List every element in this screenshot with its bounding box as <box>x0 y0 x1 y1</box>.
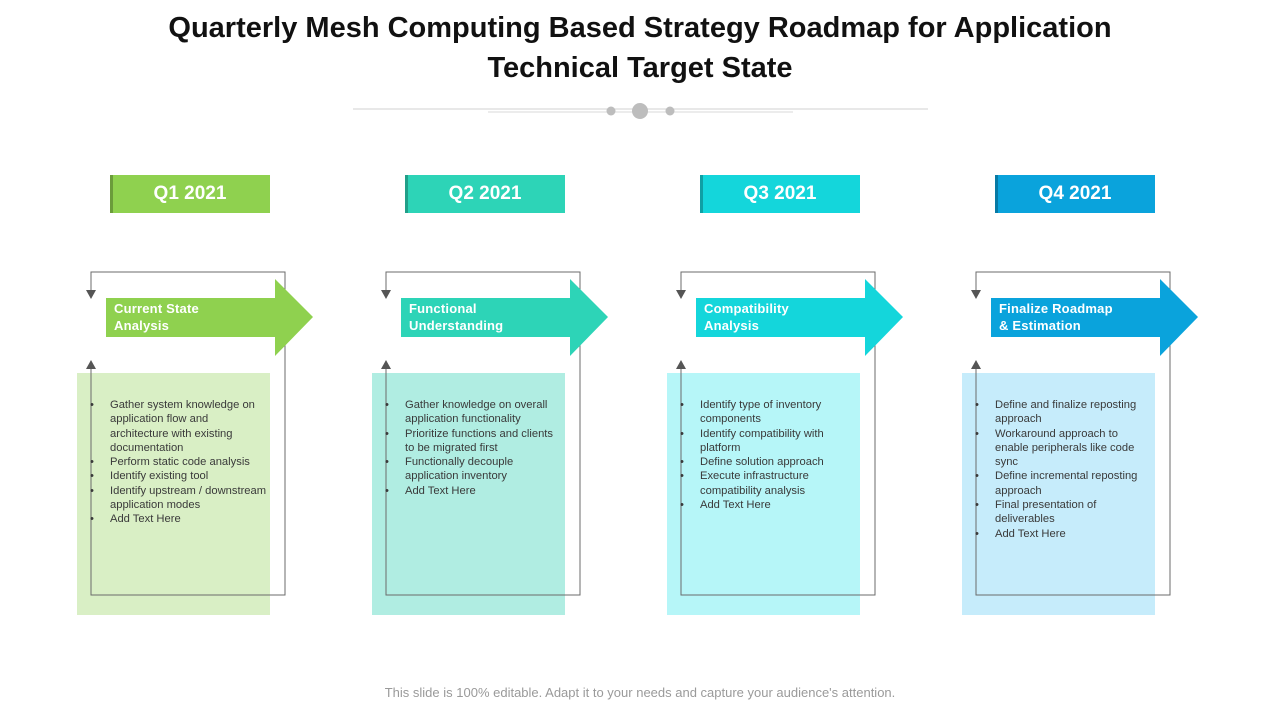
quarter-label: Q2 2021 <box>448 183 522 204</box>
arrow-down-icon <box>86 290 96 299</box>
stage-arrow <box>696 279 903 356</box>
stage-label-line-1: Compatibility <box>704 301 789 316</box>
task-list-item: Perform static code analysis <box>87 455 267 470</box>
arrow-down-icon <box>381 290 391 299</box>
quarter-column-2: Q2 2021 Functional Understanding Gather … <box>372 0 672 720</box>
quarter-header: Q3 2021 <box>700 175 860 213</box>
stage-arrow <box>401 279 608 356</box>
stage-label: Finalize Roadmap & Estimation <box>999 300 1169 334</box>
stage-label-line-2: Understanding <box>409 318 504 333</box>
arrow-up-icon <box>381 360 391 369</box>
task-list-item: Define solution approach <box>677 455 857 470</box>
task-list-item: Final presentation of deliverables <box>972 498 1152 527</box>
task-list-item: Define incremental reposting approach <box>972 469 1152 498</box>
stage-arrow <box>106 279 313 356</box>
task-list-item: Workaround approach to enable peripheral… <box>972 427 1152 470</box>
arrow-up-icon <box>971 360 981 369</box>
stage-label-line-2: Analysis <box>114 318 170 333</box>
quarter-label: Q3 2021 <box>743 183 817 204</box>
task-list: Define and finalize reposting approachWo… <box>972 398 1152 541</box>
arrow-up-icon <box>86 360 96 369</box>
stage-label-line-1: Functional <box>409 301 477 316</box>
task-list-item: Add Text Here <box>972 527 1152 542</box>
quarter-header: Q4 2021 <box>995 175 1155 213</box>
stage-label: Functional Understanding <box>409 300 579 334</box>
slide-title-line-2: Technical Target State <box>487 52 793 84</box>
quarter-header: Q2 2021 <box>405 175 565 213</box>
task-list-item: Execute infrastructure compatibility ana… <box>677 469 857 498</box>
task-list-item: Gather knowledge on overall application … <box>382 398 562 427</box>
stage-label-line-2: & Estimation <box>999 318 1081 333</box>
arrow-down-icon <box>971 290 981 299</box>
slide-title: Quarterly Mesh Computing Based Strategy … <box>0 8 1280 88</box>
divider-dot-right <box>665 106 675 116</box>
task-list-item: Identify compatibility with platform <box>677 427 857 456</box>
task-list-item: Define and finalize reposting approach <box>972 398 1152 427</box>
quarter-column-4: Q4 2021 Finalize Roadmap & Estimation De… <box>962 0 1262 720</box>
stage-label: Current State Analysis <box>114 300 284 334</box>
stage-arrow-shape <box>401 279 608 356</box>
divider-dot-center <box>632 103 648 119</box>
divider-dot-left <box>606 106 616 116</box>
arrow-down-icon <box>676 290 686 299</box>
task-list: Gather knowledge on overall application … <box>382 398 562 498</box>
title-divider <box>353 103 928 119</box>
stage-arrow-shape <box>696 279 903 356</box>
task-list: Identify type of inventory componentsIde… <box>677 398 857 513</box>
stage-arrow <box>991 279 1198 356</box>
task-list-item: Identify type of inventory components <box>677 398 857 427</box>
slide-title-line-1: Quarterly Mesh Computing Based Strategy … <box>168 12 1112 44</box>
task-list-item: Identify existing tool <box>87 469 267 484</box>
stage-label-line-1: Current State <box>114 301 199 316</box>
task-list-item: Identify upstream / downstream applicati… <box>87 484 267 513</box>
task-list-item: Add Text Here <box>382 484 562 499</box>
quarter-label: Q1 2021 <box>153 183 227 204</box>
quarter-column-3: Q3 2021 Compatibility Analysis Identify … <box>667 0 967 720</box>
stage-label-line-2: Analysis <box>704 318 760 333</box>
task-list-item: Functionally decouple application invent… <box>382 455 562 484</box>
footer-note: This slide is 100% editable. Adapt it to… <box>384 685 896 700</box>
quarter-label: Q4 2021 <box>1038 183 1112 204</box>
arrow-up-icon <box>676 360 686 369</box>
task-list-item: Gather system knowledge on application f… <box>87 398 267 455</box>
stage-label: Compatibility Analysis <box>704 300 874 334</box>
task-list-item: Add Text Here <box>677 498 857 513</box>
quarter-column-1: Q1 2021 Current State Analysis Gather sy… <box>77 0 377 720</box>
stage-arrow-shape <box>991 279 1198 356</box>
quarter-header-stripe <box>995 175 998 213</box>
quarter-header-stripe <box>700 175 703 213</box>
stage-label-line-1: Finalize Roadmap <box>999 301 1113 316</box>
task-list: Gather system knowledge on application f… <box>87 398 267 527</box>
task-list-item: Prioritize functions and clients to be m… <box>382 427 562 456</box>
stage-arrow-shape <box>106 279 313 356</box>
task-list-item: Add Text Here <box>87 512 267 527</box>
quarter-header-stripe <box>405 175 408 213</box>
quarter-header: Q1 2021 <box>110 175 270 213</box>
quarter-header-stripe <box>110 175 113 213</box>
